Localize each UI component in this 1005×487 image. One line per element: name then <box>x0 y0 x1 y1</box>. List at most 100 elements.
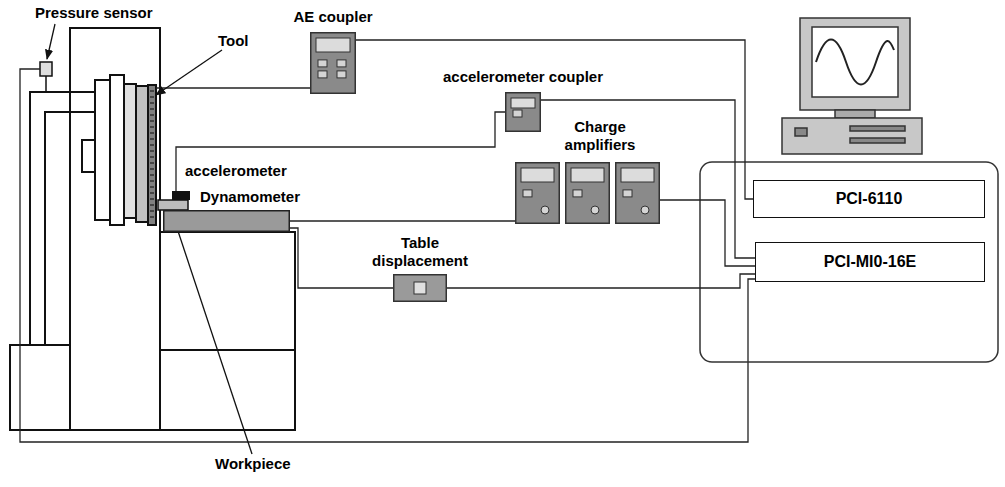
sine-wave <box>816 40 894 85</box>
machine-table <box>160 232 295 350</box>
device-button <box>573 190 582 197</box>
workpiece-block <box>158 200 188 210</box>
computer-case <box>782 118 922 154</box>
leader-line <box>172 213 252 454</box>
device-body: Dynamometer <box>163 210 290 232</box>
part-label: Pressure sensor <box>35 4 153 22</box>
tool-holder <box>136 86 148 222</box>
tool-texture <box>150 150 154 152</box>
tool-texture <box>150 180 154 182</box>
signal-wire <box>356 40 753 199</box>
monitor <box>800 18 910 110</box>
device-button <box>318 60 327 67</box>
spindle-part <box>82 140 95 172</box>
device-case <box>616 163 660 224</box>
tool-texture <box>150 138 154 140</box>
drive-slot <box>850 126 905 131</box>
device-button <box>337 60 346 67</box>
device-icon <box>310 32 356 94</box>
tool-texture <box>150 108 154 110</box>
device-icon <box>515 162 660 224</box>
leader-line <box>156 50 222 95</box>
device-knob <box>541 206 549 214</box>
device-label: Charge amplifiers <box>550 118 650 154</box>
signal-wire <box>290 220 515 221</box>
tool-texture <box>150 192 154 194</box>
tool-texture <box>150 198 154 200</box>
interface-card-box: PCI-6110 <box>753 180 985 218</box>
tool-texture <box>150 156 154 158</box>
sensor-stem <box>45 76 47 92</box>
tool-texture <box>150 210 154 212</box>
spindle-housing <box>95 80 110 220</box>
accelerometer-block <box>172 191 190 200</box>
interface-card-box: PCI-MI0-16E <box>755 242 985 282</box>
device-icon <box>172 191 190 200</box>
tool-texture <box>150 162 154 164</box>
spindle-plate <box>110 75 124 225</box>
machine-base <box>160 350 295 430</box>
device-label: AE coupler <box>280 8 386 26</box>
device-display <box>316 38 350 52</box>
device-body: AE coupler <box>310 32 356 94</box>
device-icon <box>505 92 541 132</box>
device-case <box>394 275 447 302</box>
power-button <box>795 128 807 136</box>
dynamometer-block <box>164 211 290 232</box>
device-display <box>571 168 604 182</box>
device-button <box>513 110 522 117</box>
device-body: accelerometer coupler <box>505 92 541 132</box>
device-body: Table displacement <box>393 274 447 302</box>
pressure-wire <box>20 69 755 442</box>
tool-texture <box>150 186 154 188</box>
device-body: accelerometer <box>172 191 190 200</box>
device-knob <box>591 206 599 214</box>
tool-texture <box>150 96 154 98</box>
signal-wire <box>447 274 755 288</box>
tool-texture <box>150 216 154 218</box>
ae-sensor-wire <box>156 87 310 88</box>
device-knob <box>641 206 649 214</box>
tool-texture <box>150 102 154 104</box>
device-icon <box>163 210 290 232</box>
signal-wire <box>660 200 755 266</box>
tool-texture <box>150 132 154 134</box>
card-label: PCI-6110 <box>836 190 903 208</box>
tool-texture <box>150 204 154 206</box>
device-display <box>414 282 426 294</box>
device-body: Charge amplifiers <box>515 162 660 224</box>
device-label: Dynamometer <box>200 188 315 206</box>
signal-wire <box>176 112 505 191</box>
tool-texture <box>150 120 154 122</box>
device-icon <box>393 274 447 302</box>
spindle-plate <box>124 84 136 218</box>
tool-texture <box>150 90 154 92</box>
device-display <box>621 168 654 182</box>
device-button <box>337 71 346 78</box>
machine-base <box>10 345 70 430</box>
tool-texture <box>150 114 154 116</box>
device-button <box>623 190 632 197</box>
card-label: PCI-MI0-16E <box>824 253 916 271</box>
tool-texture <box>150 174 154 176</box>
device-button <box>318 71 327 78</box>
device-display <box>511 98 535 108</box>
monitor-screen <box>812 27 898 97</box>
signal-wire <box>541 100 755 258</box>
hydraulic-pipe <box>30 92 95 345</box>
tool-strip <box>148 85 156 225</box>
part-label: Workpiece <box>215 455 291 473</box>
device-display <box>521 168 554 182</box>
device-label: accelerometer coupler <box>423 68 623 86</box>
device-case <box>311 33 356 94</box>
device-button <box>523 190 532 197</box>
leader-line <box>47 24 55 59</box>
tool-texture <box>150 144 154 146</box>
pressure-sensor-symbol <box>40 62 52 76</box>
drive-slot <box>850 138 905 143</box>
device-label: Table displacement <box>365 234 475 270</box>
device-case <box>506 93 541 132</box>
hydraulic-pipe <box>45 112 95 345</box>
machine-column <box>70 28 160 430</box>
part-label: Tool <box>218 32 249 50</box>
